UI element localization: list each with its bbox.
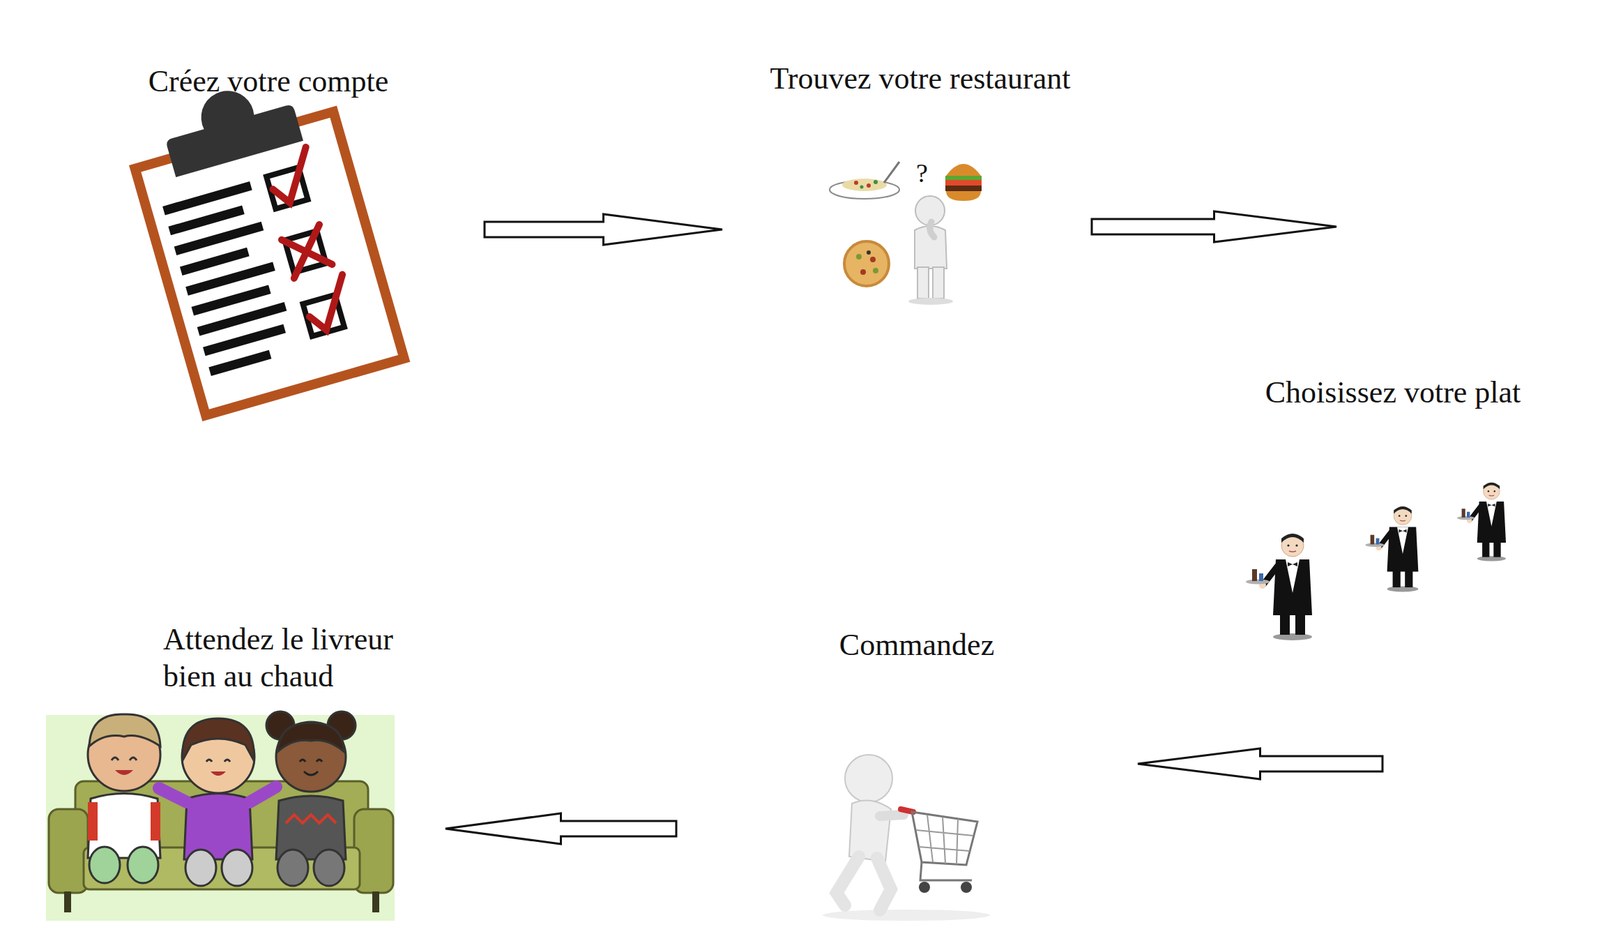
block-arrow xyxy=(1091,211,1337,242)
block-arrow xyxy=(445,812,677,844)
step-node: Attendez le livreur bien au chaud xyxy=(46,620,426,925)
step-title: Commandez xyxy=(839,626,995,664)
step-title: Trouvez votre restaurant xyxy=(770,59,1071,97)
waiters-icon xyxy=(1245,482,1506,640)
clipboard-icon xyxy=(121,63,405,416)
step-node: Choisissez votre plat xyxy=(1219,373,1567,645)
cart-icon xyxy=(822,754,990,921)
block-arrow xyxy=(1137,748,1383,779)
step-title: Créez votre compte xyxy=(148,62,390,100)
step-node: Créez votre compte xyxy=(139,62,398,403)
question-mark: ? xyxy=(916,157,928,189)
step-node: Commandez xyxy=(808,626,1025,926)
kids-sofa-icon xyxy=(46,711,395,921)
step-title: Choisissez votre plat xyxy=(1265,373,1522,411)
food-choice-icon xyxy=(829,161,982,305)
step-title: Attendez le livreur bien au chaud xyxy=(163,620,426,695)
block-arrow xyxy=(484,214,723,245)
